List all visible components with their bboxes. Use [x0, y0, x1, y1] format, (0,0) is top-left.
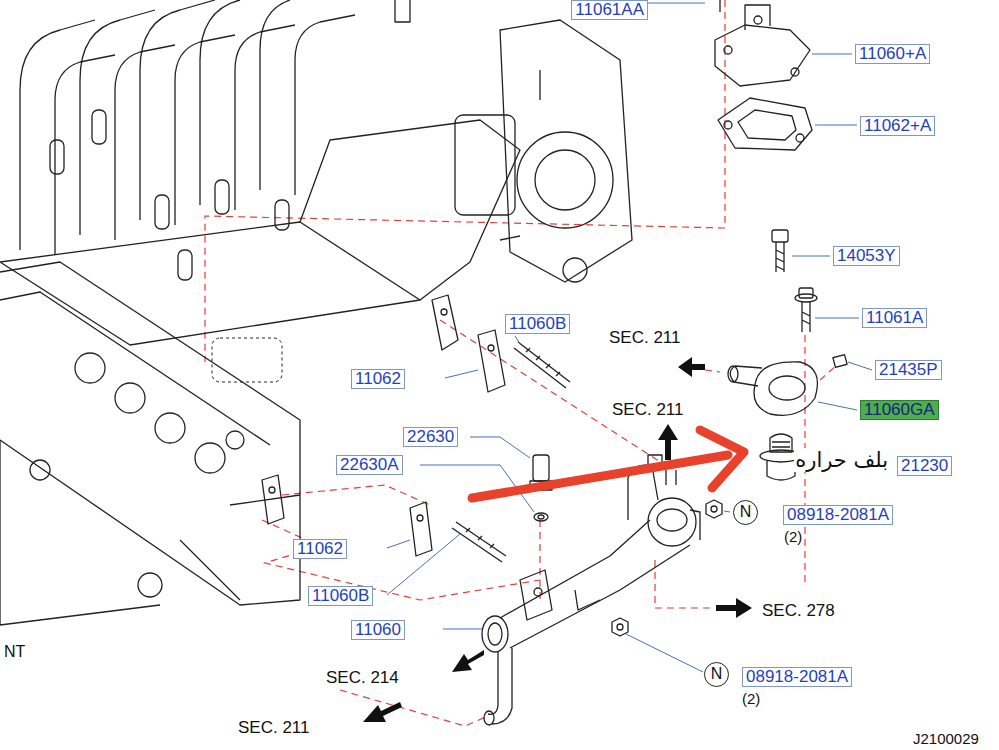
handwritten-note: بلف حراره — [794, 448, 889, 472]
part-number-box: 21230 — [897, 456, 952, 476]
part-number: 11060GA — [864, 400, 935, 419]
part-number-box: 11062 — [351, 369, 405, 389]
part-number-box: 11060 — [351, 620, 405, 640]
section-reference: SEC. 211 — [611, 400, 685, 420]
part-number: 11062 — [355, 369, 401, 388]
highlight-arrow — [472, 430, 744, 498]
part-number: 22630A — [340, 455, 399, 474]
diagram-code: J2100029 — [912, 730, 980, 748]
part-number: 11062 — [297, 539, 343, 558]
part-number-box: 21435P — [875, 360, 942, 380]
part-number-box: 22630A — [336, 455, 403, 475]
part-number-box: 11061A — [862, 308, 927, 328]
part-number-box: 11060B — [308, 586, 373, 606]
quantity-note: (2) — [783, 528, 803, 546]
part-number-box: 11060B — [505, 314, 570, 334]
part-number: 11061A — [866, 308, 923, 327]
part-number-box: 11060+A — [855, 44, 930, 64]
part-number: 14053Y — [837, 246, 896, 265]
part-number: 11060+A — [859, 44, 926, 63]
direction-arrow — [363, 357, 752, 722]
part-number: 22630 — [407, 427, 454, 446]
section-reference: SEC. 214 — [325, 668, 400, 688]
part-number-box: 11062+A — [860, 116, 935, 136]
part-number: 11061AA — [575, 0, 644, 19]
quantity-note: (2) — [741, 690, 761, 708]
part-number: 11060B — [312, 586, 369, 605]
part-number: 08918-2081A — [746, 667, 848, 686]
part-number-box: 11060GA — [860, 400, 939, 420]
section-reference: SEC. 211 — [608, 328, 682, 348]
part-number-box: 14053Y — [833, 246, 900, 266]
part-number-box: 22630 — [403, 427, 458, 447]
part-number-box: 11061AA — [571, 0, 648, 20]
circle-mark: N — [740, 503, 752, 520]
part-number: 11062+A — [864, 116, 931, 135]
part-number: 11060B — [509, 314, 566, 333]
circle-mark: N — [711, 665, 723, 682]
part-number: 08918-2081A — [787, 505, 889, 524]
part-number-box: 11062 — [293, 539, 347, 559]
part-number: 21435P — [879, 360, 938, 379]
assembly-line — [205, 0, 838, 726]
part-number: 11060 — [355, 620, 401, 639]
engine-line-art — [0, 0, 847, 725]
part-number: 21230 — [901, 456, 948, 475]
part-number-box: 08918-2081A — [742, 667, 852, 687]
n-mark-circle: N — [704, 662, 729, 687]
n-mark-circle: N — [733, 500, 758, 525]
part-number-box: 08918-2081A — [783, 505, 893, 525]
section-reference: SEC. 211 — [237, 718, 311, 738]
section-reference: SEC. 278 — [761, 601, 836, 621]
leader-line — [387, 3, 872, 672]
front-marker: NT — [3, 642, 26, 661]
